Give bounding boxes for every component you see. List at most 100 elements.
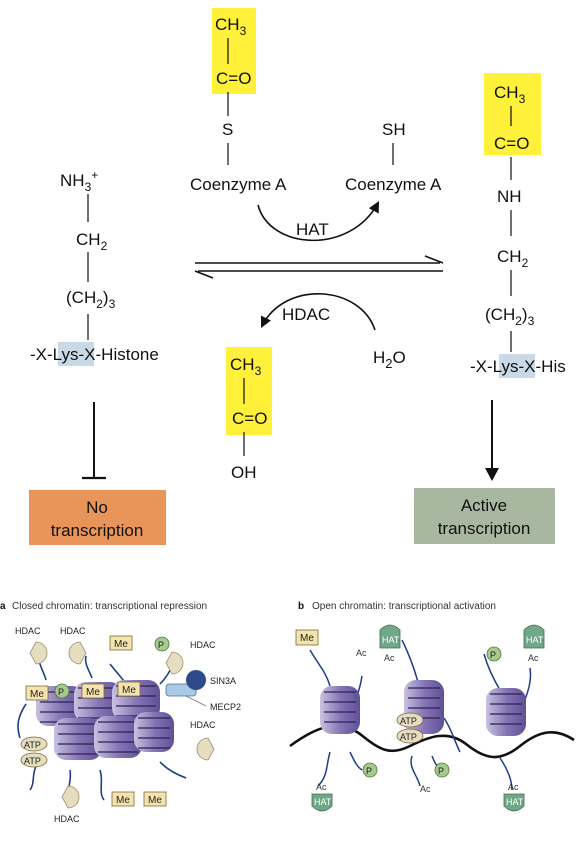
ch2-group-right: CH2 xyxy=(497,247,529,270)
pacman-hdac-icon xyxy=(68,641,87,665)
hat-enzyme-icon: HAT xyxy=(523,624,545,649)
ac-label: Ac xyxy=(528,653,539,663)
coa-sh: SH Coenzyme A xyxy=(345,120,442,194)
equilibrium-arrows xyxy=(194,255,444,279)
nucleosome-icon xyxy=(54,718,102,760)
mecp2-label: MECP2 xyxy=(210,702,241,712)
methyl-box-icon: Me xyxy=(143,791,167,807)
lys-highlight-right xyxy=(499,354,535,378)
svg-text:Me: Me xyxy=(114,639,128,650)
svg-text:transcription: transcription xyxy=(438,519,531,538)
svg-text:Me: Me xyxy=(300,633,314,644)
svg-text:ATP: ATP xyxy=(24,740,41,750)
acetate: CH3 C=O OH xyxy=(226,347,272,482)
methyl-box-icon: Me xyxy=(117,681,141,697)
methyl-box-icon: Me xyxy=(111,791,135,807)
ac-label: Ac xyxy=(356,648,367,658)
hat-arrow: HAT xyxy=(257,201,380,242)
nucleosome-icon xyxy=(134,712,174,752)
atp-pair: ATP ATP xyxy=(396,712,424,744)
acetate-carbonyl: C=O xyxy=(232,409,267,428)
acetate-oh: OH xyxy=(231,463,257,482)
nucleosome-icon xyxy=(486,688,526,736)
pacman-hdac-icon xyxy=(29,641,48,665)
ch2-3-chain-right: (CH2)3 xyxy=(485,305,535,328)
acetyl-coa: CH3 C=O S Coenzyme A xyxy=(190,8,287,194)
acetyl-lys-carbonyl: C=O xyxy=(494,134,529,153)
phospho-circle-icon: P xyxy=(154,636,170,652)
nh3-group: NH3+ xyxy=(60,168,98,194)
activation-arrow xyxy=(485,400,499,481)
inhibition-arrow xyxy=(82,402,106,480)
sh-group: SH xyxy=(382,120,406,139)
panel-b-letter: b xyxy=(298,601,304,612)
svg-text:HAT: HAT xyxy=(506,797,524,807)
svg-text:HAT: HAT xyxy=(314,797,332,807)
panel-a: a Closed chromatin: transcriptional repr… xyxy=(0,601,241,824)
acetate-highlight xyxy=(226,347,272,435)
svg-text:Active: Active xyxy=(461,496,507,515)
coenzyme-a-label-right: Coenzyme A xyxy=(345,175,442,194)
svg-text:P: P xyxy=(366,766,372,776)
panel-a-title: Closed chromatin: transcriptional repres… xyxy=(12,601,207,612)
acetyl-carbonyl: C=O xyxy=(216,69,251,88)
ac-label: Ac xyxy=(316,782,327,792)
nucleosome-icon xyxy=(94,716,142,758)
svg-text:Me: Me xyxy=(122,685,136,696)
svg-text:P: P xyxy=(438,766,444,776)
lys-highlight xyxy=(58,342,94,366)
panel-b-title: Open chromatin: transcriptional activati… xyxy=(312,601,496,612)
svg-text:Me: Me xyxy=(86,687,100,698)
pacman-hdac-icon xyxy=(165,651,184,675)
thioester-s: S xyxy=(222,120,233,139)
hdac-tag: HDAC xyxy=(54,814,80,824)
svg-text:Me: Me xyxy=(30,689,44,700)
phospho-circle-icon: P xyxy=(54,683,70,699)
hdac-tag: HDAC xyxy=(15,626,41,636)
hdac-arrow: HDAC xyxy=(260,293,376,331)
methyl-box-icon: Me xyxy=(81,683,105,699)
pacman-hdac-icon xyxy=(196,737,215,761)
svg-text:P: P xyxy=(490,650,496,660)
sin3a-complex: SIN3A MECP2 xyxy=(165,670,241,712)
histone-residue-right: -X-Lys-X-His xyxy=(470,357,566,376)
hat-enzyme-icon: HAT xyxy=(503,793,525,812)
svg-text:transcription: transcription xyxy=(51,521,144,540)
pacman-hdac-icon xyxy=(61,785,80,809)
methyl-box-icon: Me xyxy=(109,635,133,651)
svg-text:Me: Me xyxy=(116,795,130,806)
hat-enzyme-icon: HAT xyxy=(311,793,333,812)
acetate-ch3: CH3 xyxy=(230,355,262,378)
no-transcription-box: No transcription xyxy=(29,490,166,545)
ch2-group: CH2 xyxy=(76,230,108,253)
phospho-circle-icon: P xyxy=(362,762,378,778)
water: H2O xyxy=(373,348,406,371)
svg-text:ATP: ATP xyxy=(400,716,417,726)
lysine-acetylated: CH3 C=O NH CH2 (CH2)3 -X-Lys-X-His xyxy=(470,73,566,378)
ch2-3-chain: (CH2)3 xyxy=(66,288,116,311)
svg-text:HAT: HAT xyxy=(526,635,544,645)
acetyl-lys-ch3: CH3 xyxy=(494,83,526,106)
sin3a-label: SIN3A xyxy=(210,676,236,686)
svg-text:ATP: ATP xyxy=(24,756,41,766)
phospho-circle-icon: P xyxy=(434,762,450,778)
ac-label: Ac xyxy=(420,784,431,794)
histone-tails-a xyxy=(17,655,187,801)
methyl-box-icon: Me xyxy=(25,685,49,701)
hat-enzyme-icon: HAT xyxy=(379,624,401,649)
panel-b: b Open chromatin: transcriptional activa… xyxy=(289,601,575,812)
methyl-box-icon: Me xyxy=(295,629,319,646)
svg-text:No: No xyxy=(86,498,108,517)
nucleosome-icon xyxy=(320,686,360,734)
panel-a-letter: a xyxy=(0,601,6,612)
svg-text:P: P xyxy=(158,640,164,650)
coenzyme-a-label-left: Coenzyme A xyxy=(190,175,287,194)
histone-residue-left: -X-Lys-X-Histone xyxy=(30,345,159,364)
svg-text:ATP: ATP xyxy=(400,732,417,742)
hat-label: HAT xyxy=(296,220,329,239)
svg-text:HAT: HAT xyxy=(382,635,400,645)
ac-label: Ac xyxy=(508,782,519,792)
hdac-label: HDAC xyxy=(282,305,330,324)
